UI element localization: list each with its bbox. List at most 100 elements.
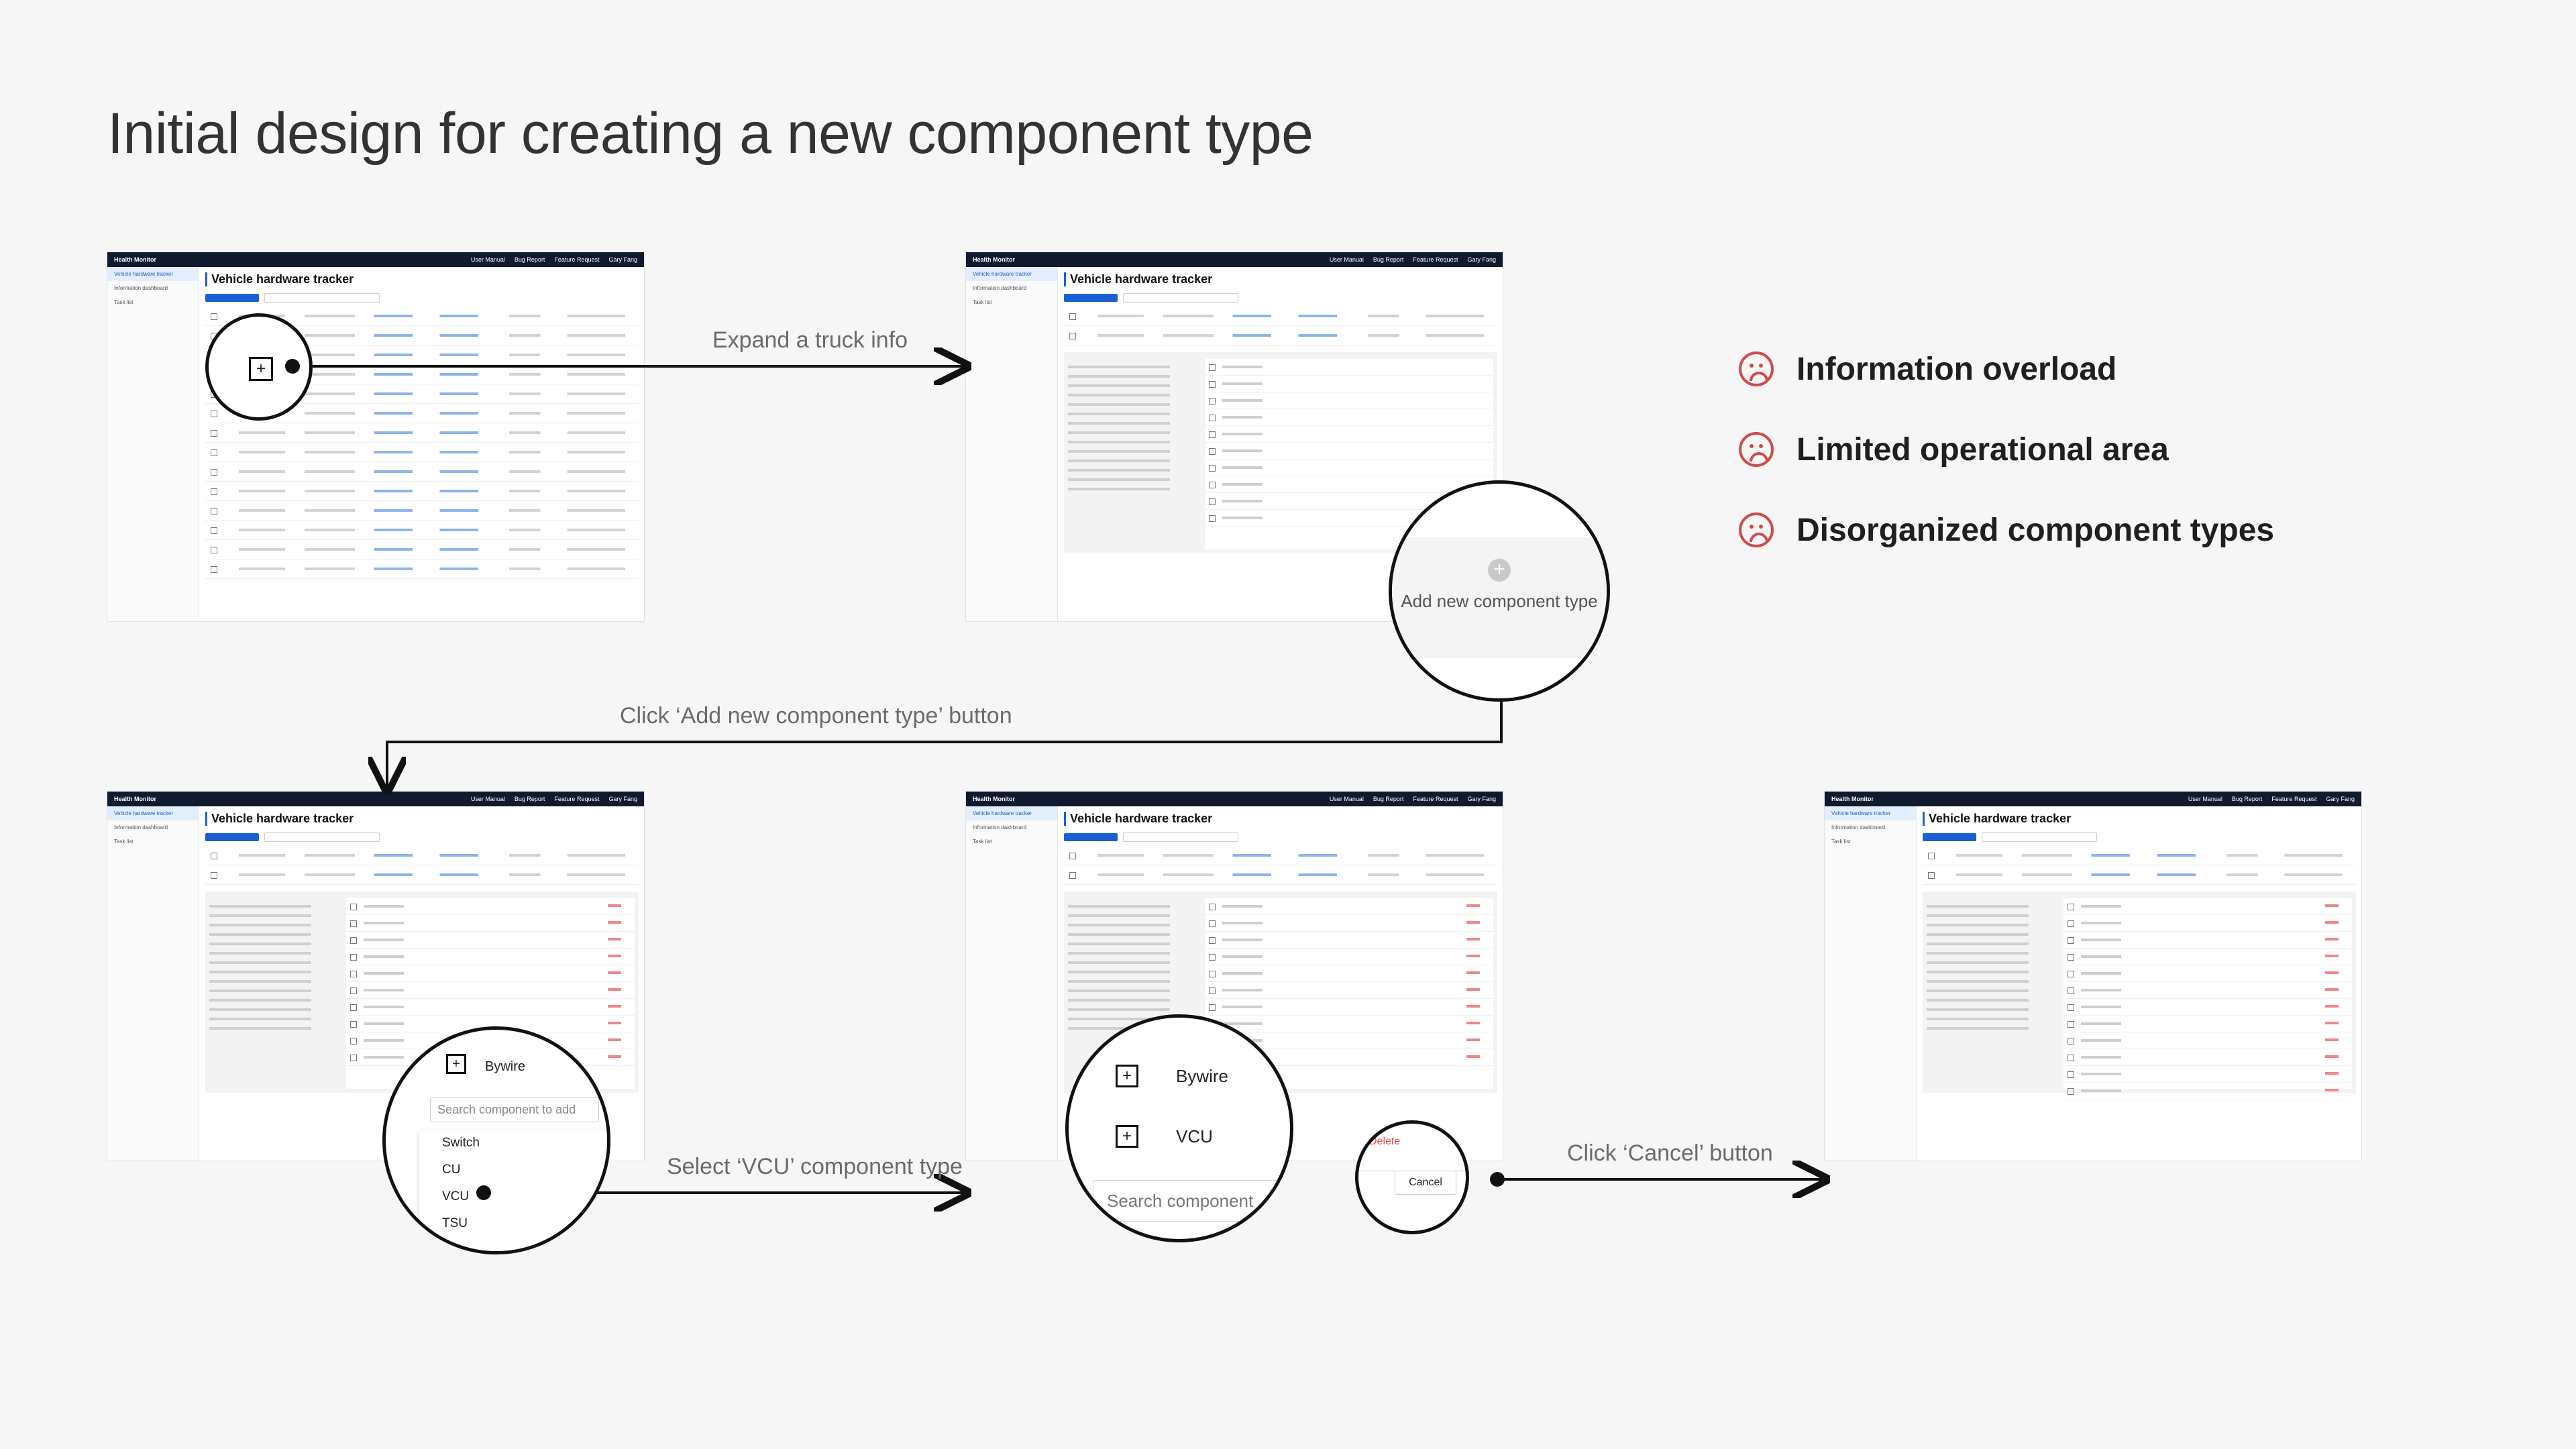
- topbar-nav-link[interactable]: User Manual: [2188, 796, 2222, 802]
- vehicle-search-input[interactable]: [1123, 833, 1238, 842]
- topbar-nav-link[interactable]: User Manual: [1329, 796, 1364, 802]
- topbar-nav-link[interactable]: Bug Report: [514, 256, 545, 263]
- sidebar-item[interactable]: Information dashboard: [973, 824, 1027, 830]
- component-row[interactable]: [2063, 898, 2352, 915]
- dropdown-option[interactable]: TSU: [442, 1216, 468, 1230]
- component-row[interactable]: [346, 898, 635, 915]
- topbar-nav-link[interactable]: Feature Request: [554, 796, 600, 802]
- sidebar-item[interactable]: Information dashboard: [114, 285, 168, 291]
- topbar-nav-link[interactable]: Bug Report: [2231, 796, 2263, 802]
- topbar-nav-link[interactable]: Feature Request: [554, 256, 600, 263]
- topbar-nav-link[interactable]: Bug Report: [1373, 796, 1404, 802]
- table-row[interactable]: [1064, 326, 1497, 345]
- sidebar-item[interactable]: Vehicle hardware tracker: [107, 267, 199, 281]
- component-row[interactable]: [1205, 392, 1493, 409]
- add-vehicle-button[interactable]: [1064, 833, 1118, 841]
- topbar-nav-link[interactable]: User Manual: [470, 796, 505, 802]
- component-row[interactable]: [1205, 898, 1493, 915]
- table-row[interactable]: [205, 521, 639, 540]
- component-row[interactable]: [2063, 965, 2352, 982]
- sidebar-item[interactable]: Information dashboard: [1831, 824, 1886, 830]
- delete-link[interactable]: Delete: [1369, 1136, 1401, 1147]
- component-row[interactable]: [2063, 1016, 2352, 1032]
- component-row[interactable]: [346, 932, 635, 949]
- cancel-button[interactable]: Cancel: [1395, 1171, 1456, 1195]
- add-circle-icon[interactable]: +: [1488, 559, 1511, 582]
- component-row[interactable]: [2063, 915, 2352, 932]
- topbar-nav-link[interactable]: Gary Fang: [1467, 256, 1496, 263]
- table-row[interactable]: [205, 559, 639, 579]
- table-row[interactable]: [1923, 865, 2356, 885]
- component-row[interactable]: [1205, 443, 1493, 460]
- dropdown-item-bywire[interactable]: Bywire: [485, 1059, 526, 1074]
- table-row[interactable]: [205, 462, 639, 482]
- topbar-nav-link[interactable]: Feature Request: [1413, 796, 1458, 802]
- component-row[interactable]: [1205, 982, 1493, 999]
- vehicle-search-input[interactable]: [1982, 833, 2097, 842]
- component-row[interactable]: [2063, 1032, 2352, 1049]
- add-vehicle-button[interactable]: [205, 833, 259, 841]
- sidebar-item[interactable]: Task list: [973, 839, 992, 845]
- component-row[interactable]: [346, 965, 635, 982]
- component-row[interactable]: [1205, 476, 1493, 493]
- table-row[interactable]: [205, 482, 639, 501]
- sidebar-item[interactable]: Vehicle hardware tracker: [1825, 806, 1916, 820]
- component-row[interactable]: [2063, 999, 2352, 1016]
- dropdown-option[interactable]: CU: [442, 1163, 461, 1177]
- sidebar-item[interactable]: Task list: [973, 299, 992, 305]
- sidebar-item[interactable]: Vehicle hardware tracker: [966, 806, 1057, 820]
- vehicle-search-input[interactable]: [264, 293, 380, 303]
- add-vehicle-button[interactable]: [1064, 294, 1118, 302]
- component-row[interactable]: [1205, 376, 1493, 392]
- table-row[interactable]: [1064, 865, 1497, 885]
- dropdown-option[interactable]: Switch: [442, 1136, 480, 1150]
- topbar-nav-link[interactable]: Bug Report: [1373, 256, 1404, 263]
- component-row[interactable]: [1205, 493, 1493, 510]
- topbar-nav-link[interactable]: Bug Report: [514, 796, 545, 802]
- component-row[interactable]: [1205, 932, 1493, 949]
- component-search-input[interactable]: Search component to add: [430, 1097, 599, 1122]
- add-component-button[interactable]: Add new component type: [1401, 591, 1598, 611]
- component-row[interactable]: [1205, 426, 1493, 443]
- table-row[interactable]: [205, 846, 639, 865]
- sidebar-item[interactable]: Task list: [114, 299, 133, 305]
- component-row[interactable]: [346, 999, 635, 1016]
- component-row[interactable]: [1205, 965, 1493, 982]
- vehicle-search-input[interactable]: [1123, 293, 1238, 303]
- sidebar-item[interactable]: Task list: [114, 839, 133, 845]
- sidebar-item[interactable]: Information dashboard: [973, 285, 1027, 291]
- table-row[interactable]: [205, 404, 639, 423]
- topbar-nav-link[interactable]: User Manual: [470, 256, 505, 263]
- vehicle-search-input[interactable]: [264, 833, 380, 842]
- component-row[interactable]: [2063, 949, 2352, 965]
- component-row[interactable]: [1205, 999, 1493, 1016]
- component-row[interactable]: [346, 915, 635, 932]
- topbar-nav-link[interactable]: Feature Request: [2271, 796, 2317, 802]
- component-search-input[interactable]: Search component: [1093, 1180, 1290, 1222]
- sidebar-item[interactable]: Vehicle hardware tracker: [966, 267, 1057, 281]
- component-row[interactable]: [1205, 949, 1493, 965]
- component-row[interactable]: [1205, 409, 1493, 426]
- sidebar-item[interactable]: Vehicle hardware tracker: [107, 806, 199, 820]
- component-row[interactable]: [2063, 1066, 2352, 1083]
- component-row[interactable]: [1205, 510, 1493, 527]
- expand-plus-icon[interactable]: +: [249, 357, 273, 381]
- table-row[interactable]: [1923, 846, 2356, 865]
- add-vehicle-button[interactable]: [205, 294, 259, 302]
- table-row[interactable]: [205, 307, 639, 326]
- add-vehicle-button[interactable]: [1923, 833, 1976, 841]
- table-row[interactable]: [205, 423, 639, 443]
- table-row[interactable]: [205, 540, 639, 559]
- component-row[interactable]: [2063, 982, 2352, 999]
- table-row[interactable]: [205, 501, 639, 521]
- dropdown-option-vcu[interactable]: VCU: [442, 1189, 470, 1203]
- component-row[interactable]: [2063, 1083, 2352, 1099]
- component-row[interactable]: [1205, 359, 1493, 376]
- topbar-nav-link[interactable]: Feature Request: [1413, 256, 1458, 263]
- component-row[interactable]: [1205, 915, 1493, 932]
- component-row[interactable]: [346, 949, 635, 965]
- topbar-nav-link[interactable]: User Manual: [1329, 256, 1364, 263]
- component-row[interactable]: [346, 982, 635, 999]
- table-row[interactable]: [205, 443, 639, 462]
- topbar-nav-link[interactable]: Gary Fang: [608, 796, 637, 802]
